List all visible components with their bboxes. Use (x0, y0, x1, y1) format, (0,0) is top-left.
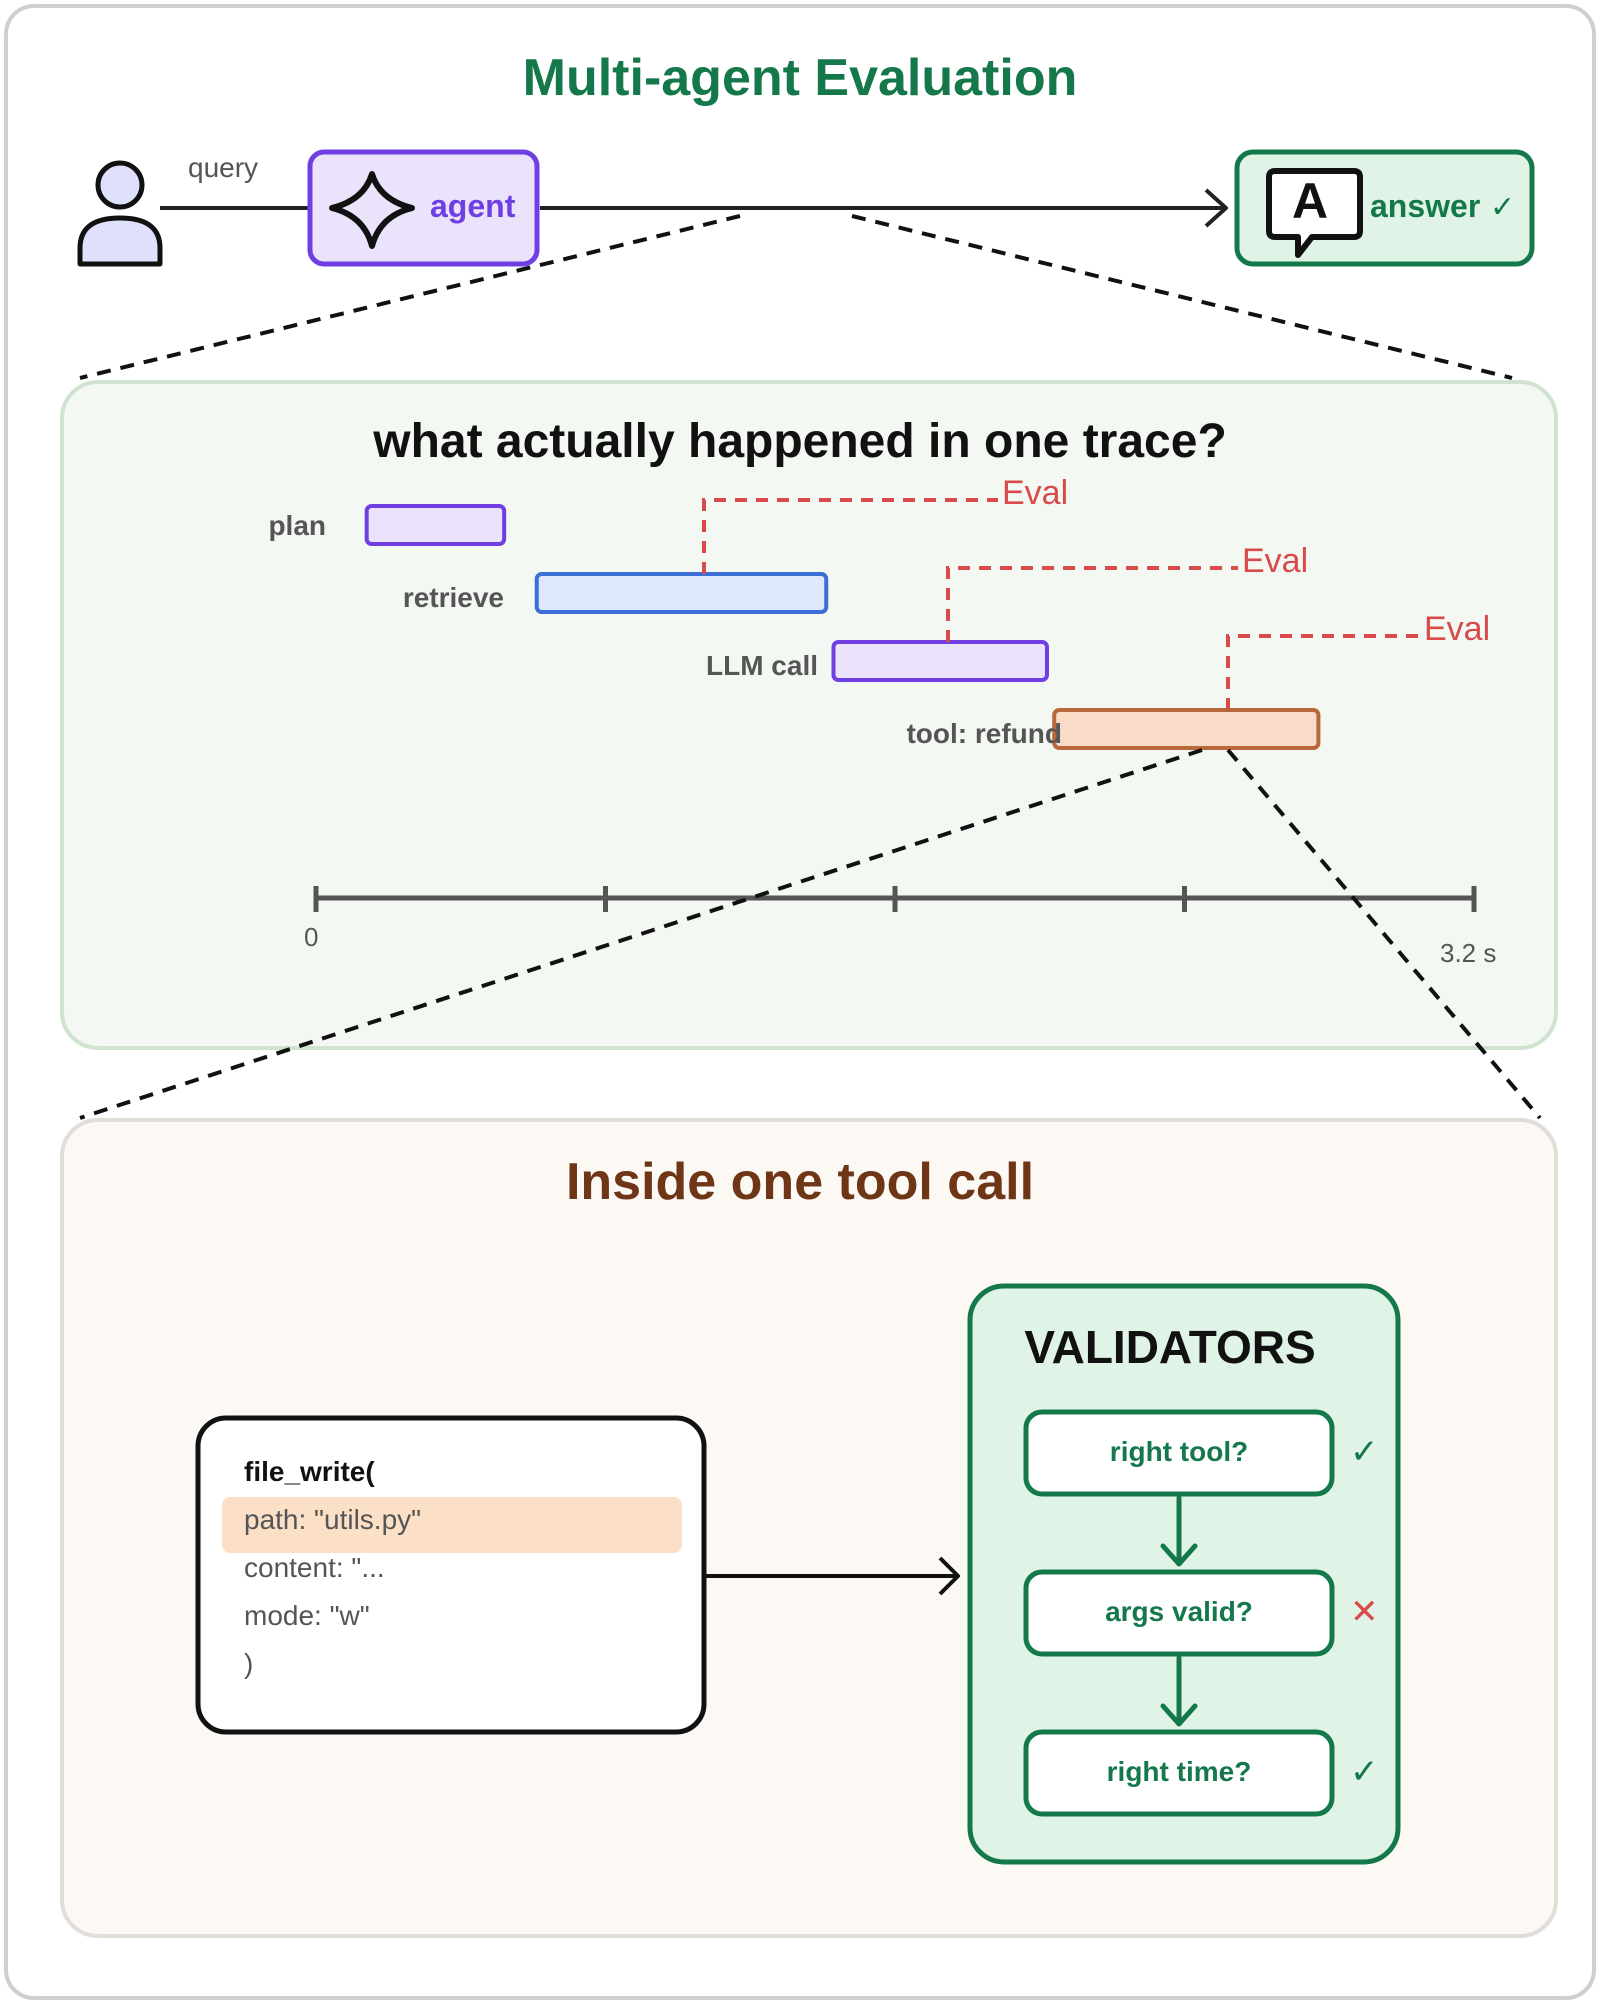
eval-label: Eval (1002, 474, 1069, 512)
span-label-tool-refund: tool: refund (906, 718, 1062, 749)
cross-icon: ✕ (1350, 1593, 1379, 1631)
validator-node-right-time[interactable] (1023, 1729, 1335, 1817)
zoom-line (1226, 748, 1542, 1120)
page-title: Multi-agent Evaluation (522, 49, 1078, 107)
axis-max-label: 3.2 s (1440, 938, 1497, 968)
axis-ticks (313, 886, 1477, 912)
zoom-line (851, 214, 1513, 380)
code-line: file_write( (244, 1456, 375, 1487)
eval-label: Eval (1424, 610, 1491, 648)
agent-label: agent (430, 188, 516, 224)
zoom-line (79, 214, 741, 380)
check-icon: ✓ (1350, 1753, 1379, 1791)
tool-call-title: Inside one tool call (565, 1153, 1035, 1211)
answer-icon-letter: A (1292, 173, 1329, 229)
span-bar-tool-refund[interactable] (1052, 708, 1321, 750)
highlight-row (222, 1497, 682, 1553)
code-line: content: "... (244, 1552, 385, 1583)
answer-label: answer (1370, 188, 1481, 224)
trace-title: what actually happened in one trace? (373, 415, 1227, 468)
trace-spans (364, 504, 1321, 750)
query-label: query (188, 152, 259, 183)
code-box (195, 1415, 707, 1735)
span-bar-retrieve[interactable] (534, 572, 829, 614)
sparkle-icon (329, 171, 415, 249)
eval-connector (702, 498, 998, 574)
validator-arrow (1160, 1655, 1198, 1727)
validators-title: VALIDATORS (1024, 1321, 1316, 1373)
eval-label: Eval (1242, 542, 1309, 580)
validator-label-args-valid: args valid? (1105, 1596, 1253, 1627)
code-line: mode: "w" (244, 1600, 370, 1631)
validator-node-right-tool[interactable] (1023, 1409, 1335, 1497)
code-line: ) (244, 1648, 254, 1679)
span-bar-llm-call[interactable] (831, 640, 1049, 682)
arrowhead (938, 1556, 960, 1596)
answer-check-icon: ✓ (1490, 191, 1516, 224)
zoom-line (79, 748, 1203, 1120)
validator-label-right-tool: right tool? (1109, 1436, 1249, 1467)
arrowhead (1204, 188, 1228, 228)
trace-evals (702, 498, 1420, 710)
check-icon: ✓ (1350, 1433, 1379, 1471)
eval-connector (946, 566, 1238, 642)
chat-bubble-icon (1266, 168, 1363, 258)
eval-connector (1226, 634, 1420, 710)
user-icon (77, 160, 163, 267)
span-label-plan: plan (268, 510, 326, 541)
validator-label-right-time: right time? (1106, 1756, 1252, 1787)
validator-arrow (1160, 1495, 1198, 1567)
span-label-llm-call: LLM call (705, 650, 818, 681)
validator-node-args-valid[interactable] (1023, 1569, 1335, 1657)
span-bar-plan[interactable] (364, 504, 507, 546)
axis-min-label: 0 (304, 922, 319, 952)
span-label-retrieve: retrieve (402, 582, 504, 613)
code-line-highlighted: path: "utils.py" (244, 1504, 422, 1535)
trace-panel (60, 380, 1558, 1050)
